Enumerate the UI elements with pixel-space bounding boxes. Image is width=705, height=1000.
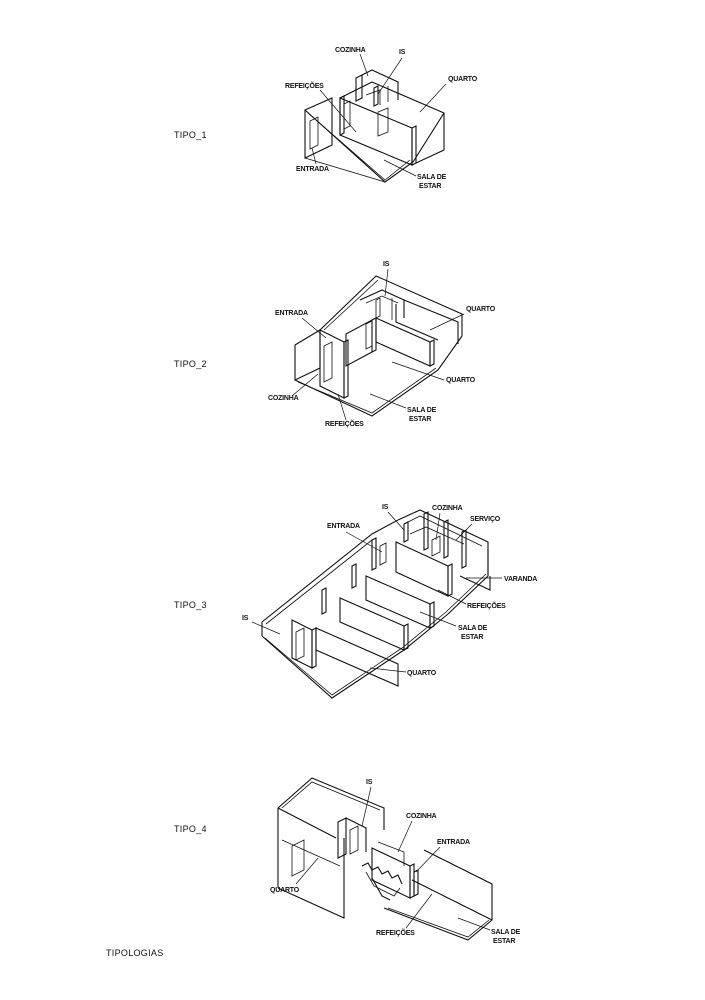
tipo-1-label-estar: ESTAR [419,183,441,190]
tipo-2-title: TIPO_2 [174,359,207,369]
tipo-1-labels: TIPO_1 COZINHA IS REFEIÇÕES QUARTO ENTRA… [174,47,478,190]
tipo-3-label-is-a: IS [382,504,389,511]
tipo-3-labels: TIPO_3 IS COZINHA SERVIÇO ENTRADA VARAND… [174,504,537,677]
tipo-2-label-quarto-a: QUARTO [466,306,496,313]
tipo-3-axonometric [261,509,491,699]
tipo-2-labels: TIPO_2 IS ENTRADA QUARTO QUARTO COZINHA … [174,261,496,428]
tipo-1-label-cozinha: COZINHA [335,47,366,54]
tipo-3-label-refeicoes: REFEIÇÕES [467,601,506,610]
tipo-2-label-sala-de: SALA DE [407,407,437,414]
tipo-3-label-cozinha: COZINHA [432,505,463,512]
sheet-title: TIPOLOGIAS [106,948,164,958]
tipo-4-title: TIPO_4 [174,824,207,834]
tipo-1-title: TIPO_1 [174,130,207,140]
tipo-4-labels: TIPO_4 IS COZINHA ENTRADA QUARTO REFEIÇÕ… [174,779,521,945]
tipo-2-label-estar: ESTAR [409,416,431,423]
tipo-4-label-quarto: QUARTO [270,887,300,894]
tipo-3-label-varanda: VARANDA [504,576,537,583]
tipo-1-label-quarto: QUARTO [448,76,478,83]
tipo-3-label-entrada: ENTRADA [327,523,360,530]
tipo-2-label-is: IS [383,261,390,268]
tipo-3-title: TIPO_3 [174,600,207,610]
tipo-4-label-estar: ESTAR [493,938,515,945]
tipo-3-label-sala-de: SALA DE [458,625,488,632]
tipo-2-label-entrada: ENTRADA [275,310,308,317]
tipo-1-label-is: IS [399,49,406,56]
tipo-1-label-sala-de: SALA DE [417,174,447,181]
tipo-1-label-refeicoes: REFEIÇÕES [285,81,324,90]
tipo-1-label-entrada: ENTRADA [296,166,329,173]
tipo-3-label-is-b: IS [242,615,249,622]
tipo-3-label-quarto: QUARTO [407,670,437,677]
tipo-3-label-estar: ESTAR [461,634,483,641]
tipo-3-label-servico: SERVIÇO [470,516,501,523]
tipo-4-label-cozinha: COZINHA [406,813,437,820]
tipo-2-axonometric [294,275,463,417]
tipo-4-label-entrada: ENTRADA [437,839,470,846]
tipo-4-label-refeicoes: REFEIÇÕES [376,928,415,937]
tipo-4-axonometric [277,777,493,941]
tipo-1-axonometric [304,69,445,183]
tipo-2-label-quarto-b: QUARTO [446,377,476,384]
tipo-4-label-sala-de: SALA DE [491,929,521,936]
tipo-4-label-is: IS [366,779,373,786]
tipo-2-label-cozinha: COZINHA [268,395,299,402]
tipo-2-label-refeicoes: REFEIÇÕES [325,419,364,428]
